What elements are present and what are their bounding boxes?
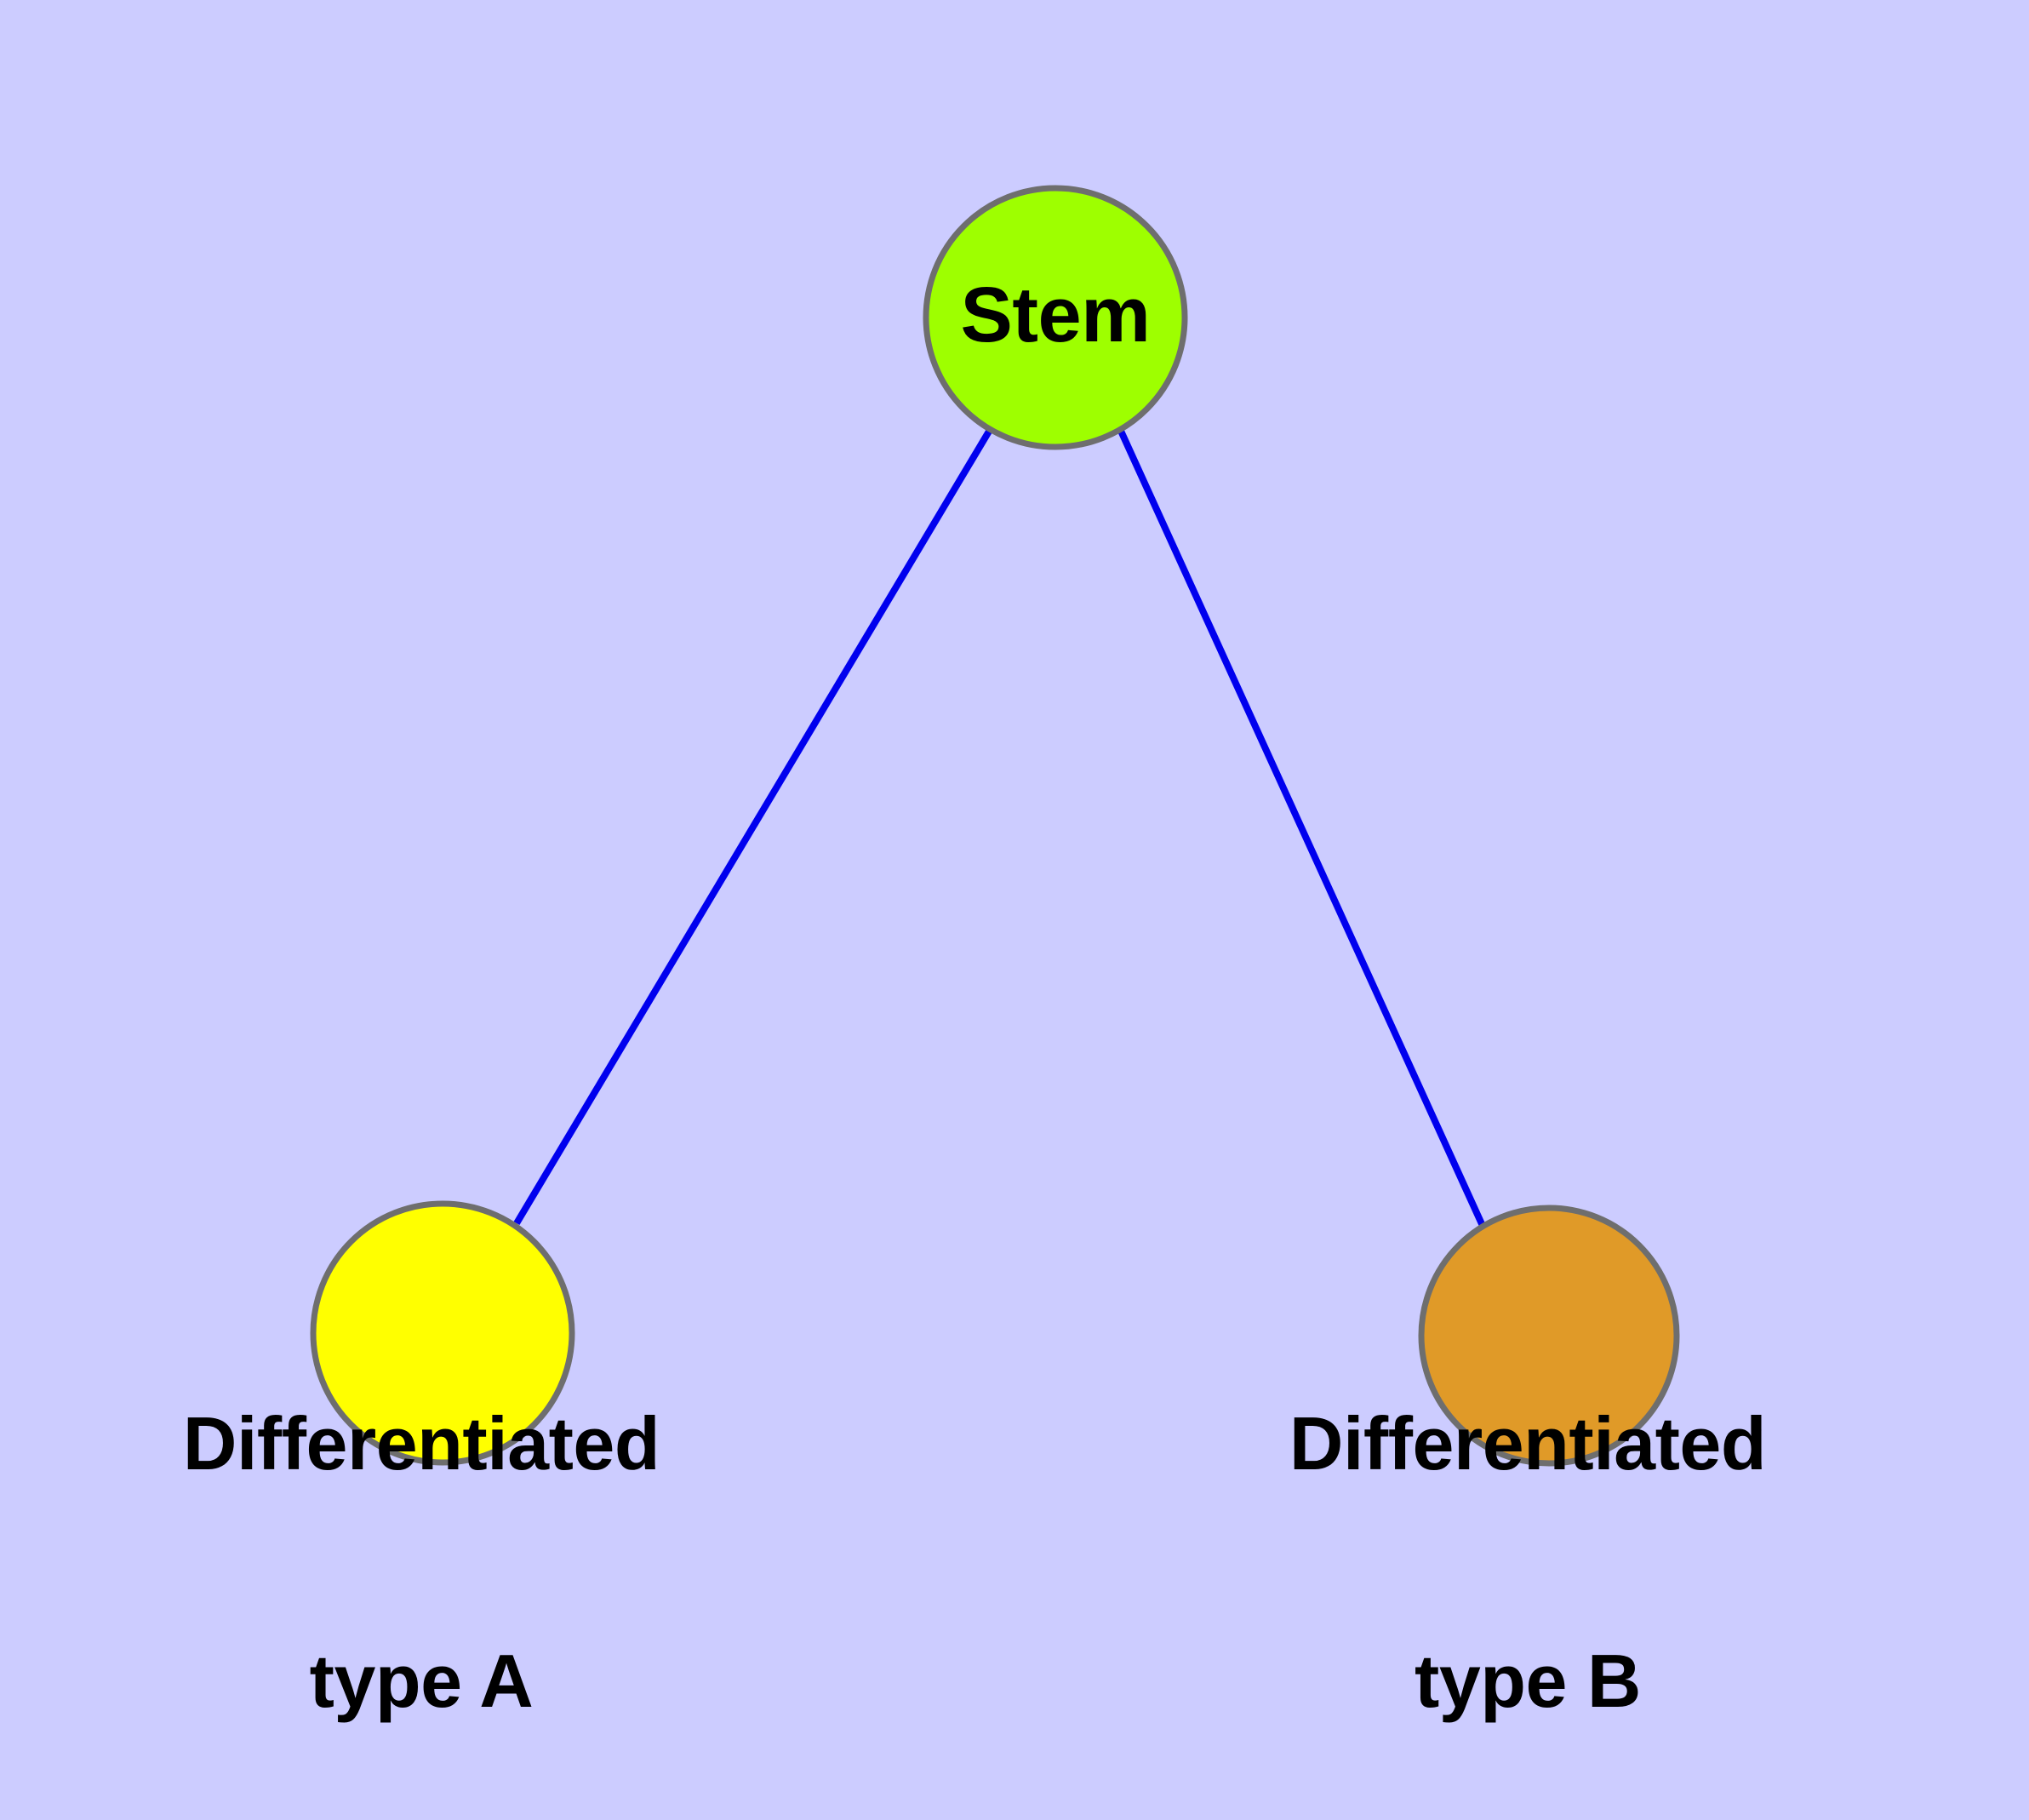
node-diff-type-a[interactable]	[310, 1200, 575, 1466]
node-stem[interactable]	[923, 185, 1188, 450]
node-diff-type-b[interactable]	[1418, 1205, 1680, 1467]
edge-stem-to-type-a[interactable]	[513, 427, 993, 1226]
edge-stem-to-type-b[interactable]	[1117, 427, 1486, 1228]
